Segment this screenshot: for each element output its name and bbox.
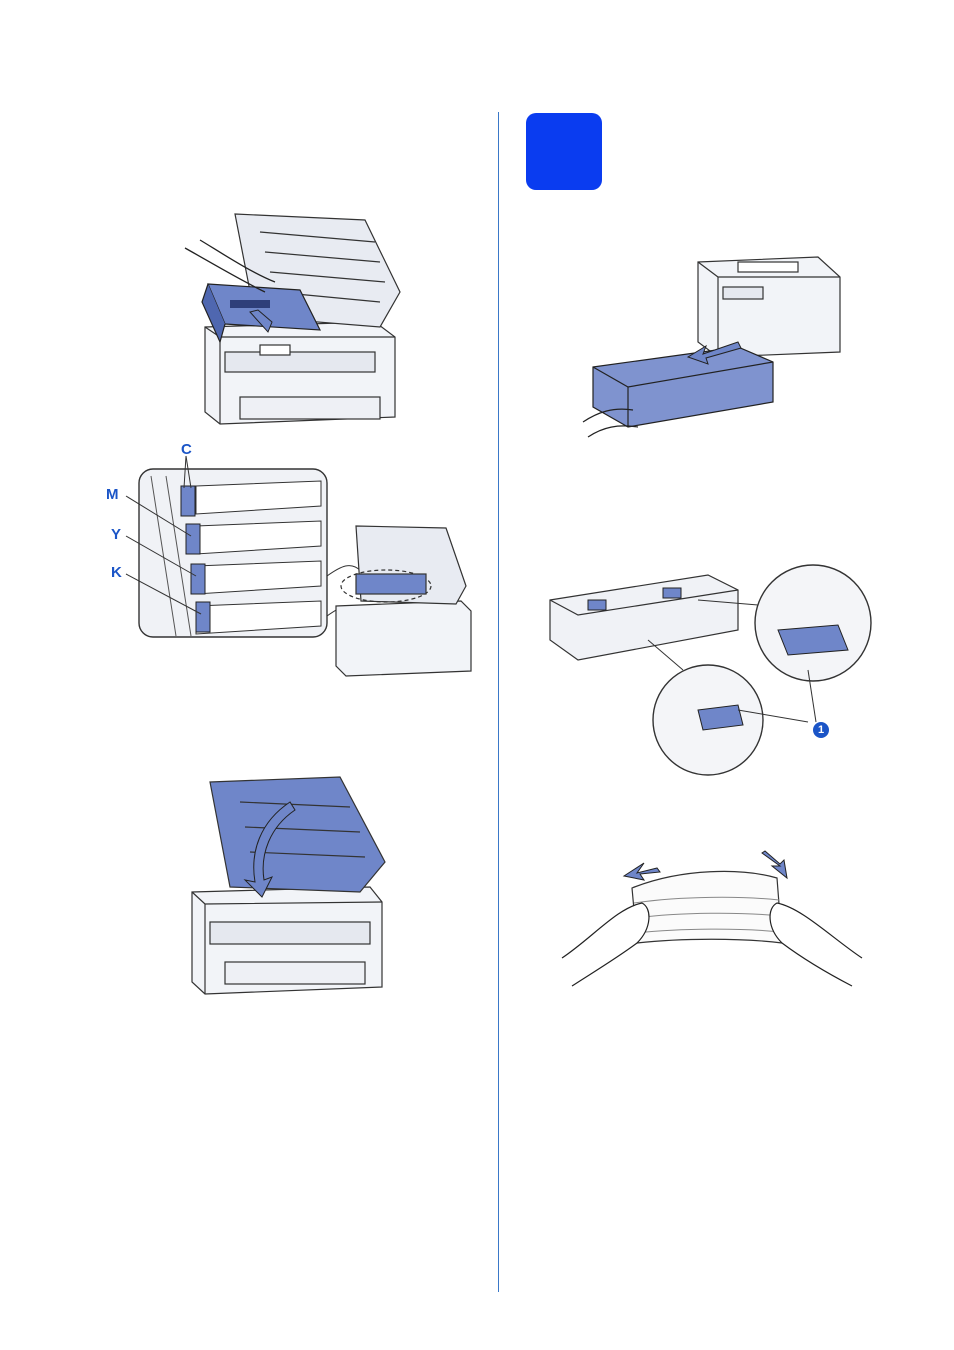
printer-icon [336,526,471,676]
fan-paper-stack-illustration [562,848,862,986]
pull-paper-tray-illustration [578,242,844,442]
callout-k: K [111,564,122,581]
callout-c: C [181,441,192,458]
paper-tray-icon [593,347,773,427]
adjust-paper-guides-illustration [548,560,874,775]
paper-stack-icon [632,871,782,943]
tray-guide-callout: 1 [813,722,829,738]
close-top-cover-illustration [190,772,385,1000]
paper-tray-icon [550,575,738,660]
drum-slots-illustration [136,466,472,678]
step-number-badge [526,113,602,190]
insert-drum-unit-illustration [180,212,412,432]
printer-icon [698,257,840,357]
column-divider [498,112,499,1292]
callout-m: M [106,486,119,503]
callout-y: Y [111,526,121,543]
